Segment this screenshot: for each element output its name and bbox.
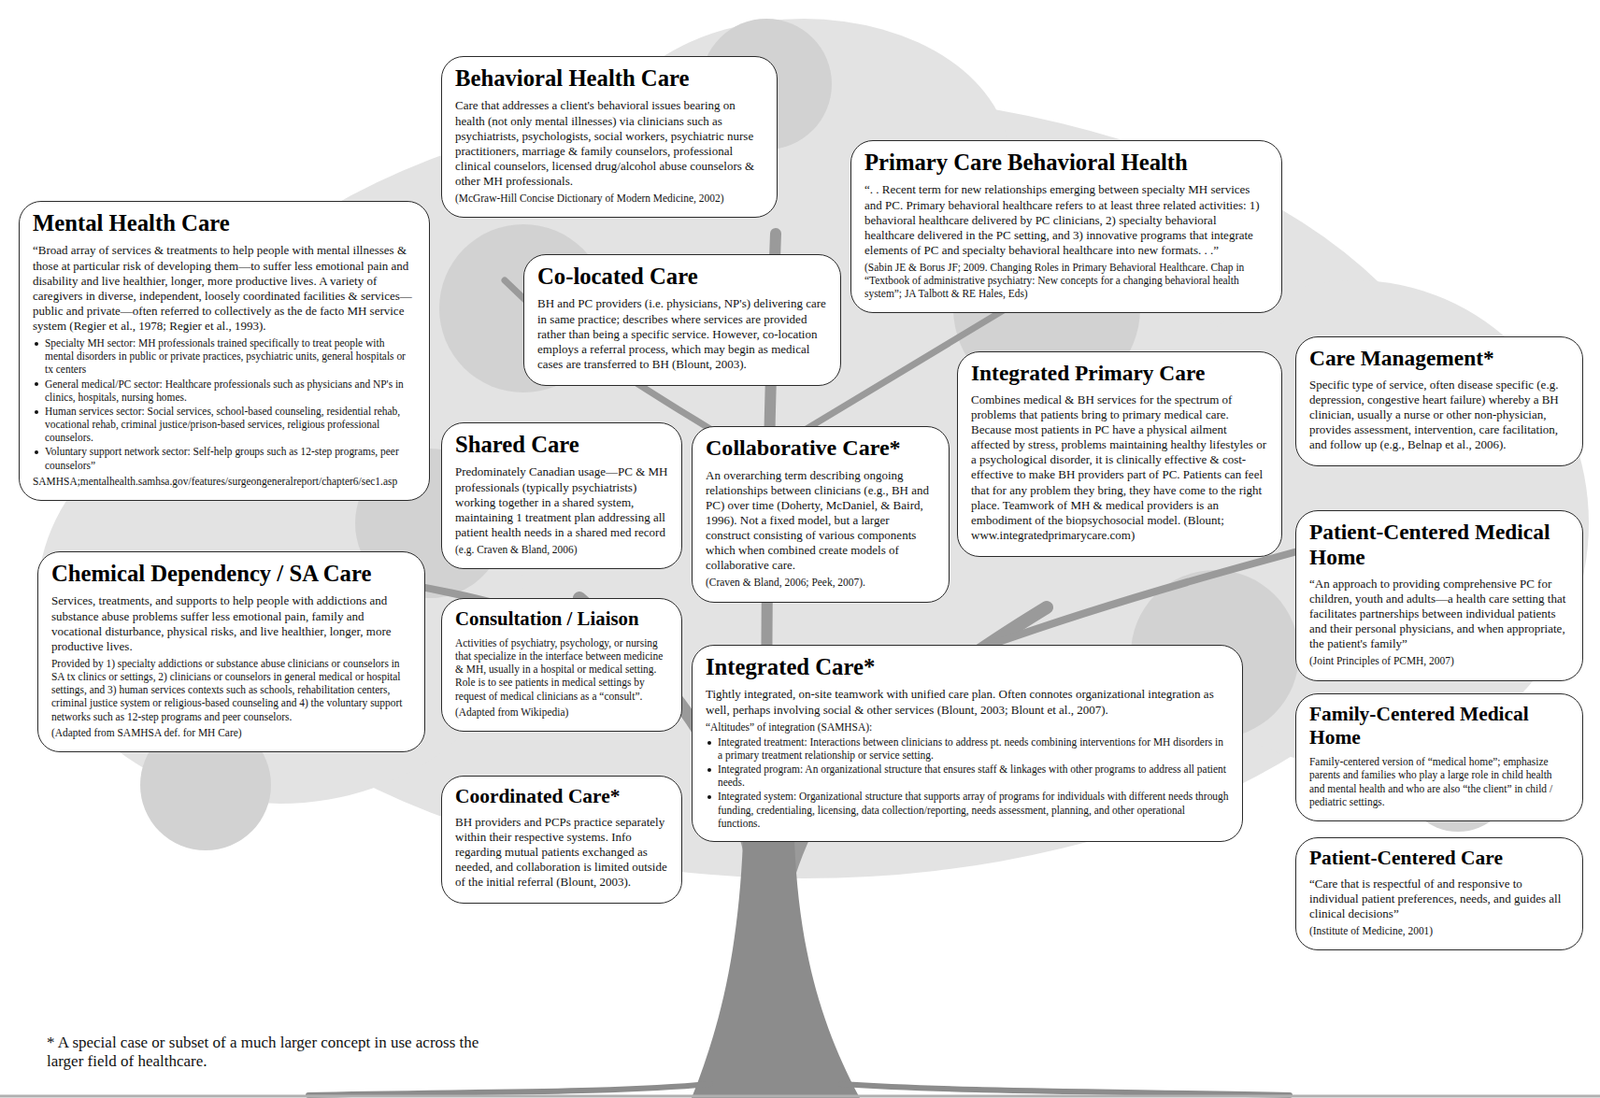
box-body: Provided by 1) specialty addictions or s…	[51, 657, 412, 724]
box-heading: Coordinated Care*	[455, 785, 669, 809]
box-heading: Collaborative Care*	[705, 435, 936, 462]
concept-box: Patient-Centered Medical Home“An approac…	[1295, 510, 1584, 682]
concept-box: Mental Health Care “Broad array of servic…	[18, 200, 430, 501]
box-body: “. . Recent term for new relationships e…	[864, 182, 1269, 258]
concept-box: Patient-Centered Care “Care that is respe…	[1295, 837, 1584, 951]
box-heading: Consultation / Liaison	[455, 607, 669, 630]
box-body: “Care that is respectful of and responsi…	[1309, 876, 1570, 922]
bullet-item: Integrated program: An organizational st…	[705, 762, 1229, 789]
box-heading: Patient-Centered Care	[1309, 846, 1570, 871]
tree-trunk	[691, 841, 860, 1098]
box-body: (Joint Principles of PCMH, 2007)	[1309, 654, 1570, 668]
bullet-item: Specialty MH sector: MH professionals tr…	[32, 336, 416, 377]
tree-roots	[308, 1084, 1290, 1096]
box-heading: Mental Health Care	[32, 210, 416, 237]
box-body: Activities of psychiatry, psychology, or…	[455, 636, 669, 703]
box-body: “Altitudes” of integration (SAMHSA):	[705, 720, 1229, 734]
box-body: Care that addresses a client's behaviora…	[455, 98, 764, 189]
box-body: “Broad array of services & treatments to…	[32, 242, 416, 334]
concept-box: Co-located Care BH and PC providers (i.e.…	[523, 254, 842, 386]
box-body: Specific type of service, often disease …	[1309, 377, 1570, 454]
box-body: Tightly integrated, on-site teamwork wit…	[705, 686, 1229, 717]
box-body: SAMHSA;mentalhealth.samhsa.gov/features/…	[32, 474, 416, 488]
concept-box: Primary Care Behavioral Health “. . Recen…	[850, 140, 1283, 314]
bullet-item: Integrated system: Organizational struct…	[705, 789, 1229, 830]
box-heading: Primary Care Behavioral Health	[864, 149, 1269, 176]
box-body: Combines medical & BH services for the s…	[971, 392, 1269, 543]
bullet-item: General medical/PC sector: Healthcare pr…	[32, 377, 416, 404]
box-heading: Patient-Centered Medical Home	[1309, 519, 1570, 571]
box-body: “An approach to providing comprehensive …	[1309, 576, 1570, 653]
box-body: (Institute of Medicine, 2001)	[1309, 924, 1570, 938]
footnote: * A special case or subset of a much lar…	[46, 1033, 486, 1072]
concept-box: Consultation / LiaisonActivities of psyc…	[441, 598, 683, 732]
box-heading: Chemical Dependency / SA Care	[51, 560, 412, 587]
box-heading: Family-Centered Medical Home	[1309, 702, 1570, 749]
box-heading: Co-located Care	[537, 263, 828, 290]
box-heading: Behavioral Health Care	[455, 65, 764, 92]
concept-box: Integrated Care* Tightly integrated, on-s…	[691, 644, 1243, 843]
bullet-item: Voluntary support network sector: Self-h…	[32, 444, 416, 472]
concept-box: Collaborative Care* An overarching term d…	[691, 426, 950, 603]
box-body: BH and PC providers (i.e. physicians, NP…	[537, 296, 828, 372]
box-heading: Shared Care	[455, 431, 669, 458]
ground-line	[0, 1095, 1600, 1098]
concept-box: Shared CarePredominately Canadian usage—…	[441, 422, 683, 570]
concept-box: Chemical Dependency / SA CareServices, t…	[37, 551, 426, 753]
box-body: (Craven & Bland, 2006; Peek, 2007).	[705, 575, 936, 589]
box-body: An overarching term describing ongoing r…	[705, 468, 936, 574]
concept-box: Integrated Primary CareCombines medical …	[957, 351, 1283, 558]
concept-box: Behavioral Health CareCare that addresse…	[441, 56, 778, 218]
bullet-item: Human services sector: Social services, …	[32, 404, 416, 445]
box-body: Family-centered version of “medical home…	[1309, 755, 1570, 809]
concept-box: Coordinated Care* BH providers and PCPs p…	[441, 775, 683, 904]
box-body: (e.g. Craven & Bland, 2006)	[455, 542, 669, 557]
box-body: BH providers and PCPs practice separatel…	[455, 814, 669, 891]
box-body: (McGraw-Hill Concise Dictionary of Moder…	[455, 191, 764, 205]
box-heading: Integrated Care*	[705, 654, 1229, 681]
box-body: (Adapted from Wikipedia)	[455, 705, 669, 719]
box-body: (Sabin JE & Borus JF; 2009. Changing Rol…	[864, 260, 1269, 301]
box-heading: Care Management*	[1309, 345, 1570, 372]
concept-box: Family-Centered Medical HomeFamily-cente…	[1295, 693, 1584, 822]
bullet-item: Integrated treatment: Interactions betwe…	[705, 735, 1229, 762]
concept-box: Care Management* Specific type of service…	[1295, 336, 1584, 467]
box-body: Services, treatments, and supports to he…	[51, 593, 412, 654]
box-body: (Adapted from SAMHSA def. for MH Care)	[51, 726, 412, 740]
box-heading: Integrated Primary Care	[971, 360, 1269, 386]
box-body: Predominately Canadian usage—PC & MH pro…	[455, 464, 669, 541]
